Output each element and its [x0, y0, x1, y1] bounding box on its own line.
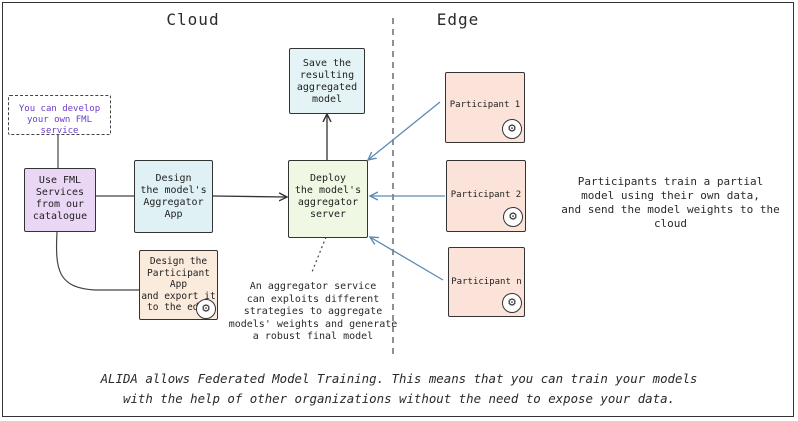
- cloud-heading: Cloud: [166, 10, 220, 29]
- fml-services-label: Use FML Services from our catalogue: [32, 175, 88, 222]
- arrow-participantn-to-deploy: [370, 237, 444, 281]
- design-aggregator-box: Design the model's Aggregator App: [134, 160, 213, 233]
- design-aggregator-label: Design the model's Aggregator App: [140, 173, 207, 220]
- edge-heading: Edge: [436, 10, 480, 29]
- gear-icon: [196, 299, 216, 319]
- caption-line-2: with the help of other organizations wit…: [122, 391, 676, 406]
- gear-icon: [503, 207, 523, 227]
- save-model-box: Save the resulting aggregated model: [289, 48, 365, 114]
- gear-icon: [502, 119, 522, 139]
- arrow-design-to-deploy: [212, 196, 287, 197]
- develop-fml-label: You can develop your own FML service: [18, 104, 101, 136]
- note-connector: [311, 236, 327, 273]
- caption-line-1: ALIDA allows Federated Model Training. T…: [100, 371, 698, 386]
- participant-2-box: Participant 2: [446, 160, 526, 232]
- deploy-aggregator-label: Deploy the model's aggregator server: [294, 173, 362, 220]
- connector-fml-participant: [55, 231, 139, 291]
- participant-1-box: Participant 1: [445, 72, 525, 143]
- deploy-aggregator-box: Deploy the model's aggregator server: [288, 160, 368, 238]
- gear-icon: [502, 293, 522, 313]
- arrow-participant1-to-deploy: [368, 101, 441, 160]
- fml-services-box: Use FML Services from our catalogue: [24, 168, 96, 232]
- diagram-frame: [2, 2, 794, 417]
- participants-note: Participants train a partial model using…: [561, 175, 780, 230]
- save-model-label: Save the resulting aggregated model: [296, 58, 358, 105]
- design-participant-box: Design the Participant App and export it…: [139, 250, 218, 320]
- participant-n-label: Participant n: [451, 277, 522, 287]
- aggregator-note: An aggregator service can exploits diffe…: [228, 281, 398, 342]
- participant-1-label: Participant 1: [449, 100, 521, 110]
- participant-2-label: Participant 2: [450, 190, 522, 200]
- develop-fml-box: You can develop your own FML service: [8, 95, 111, 136]
- participant-n-box: Participant n: [448, 247, 525, 317]
